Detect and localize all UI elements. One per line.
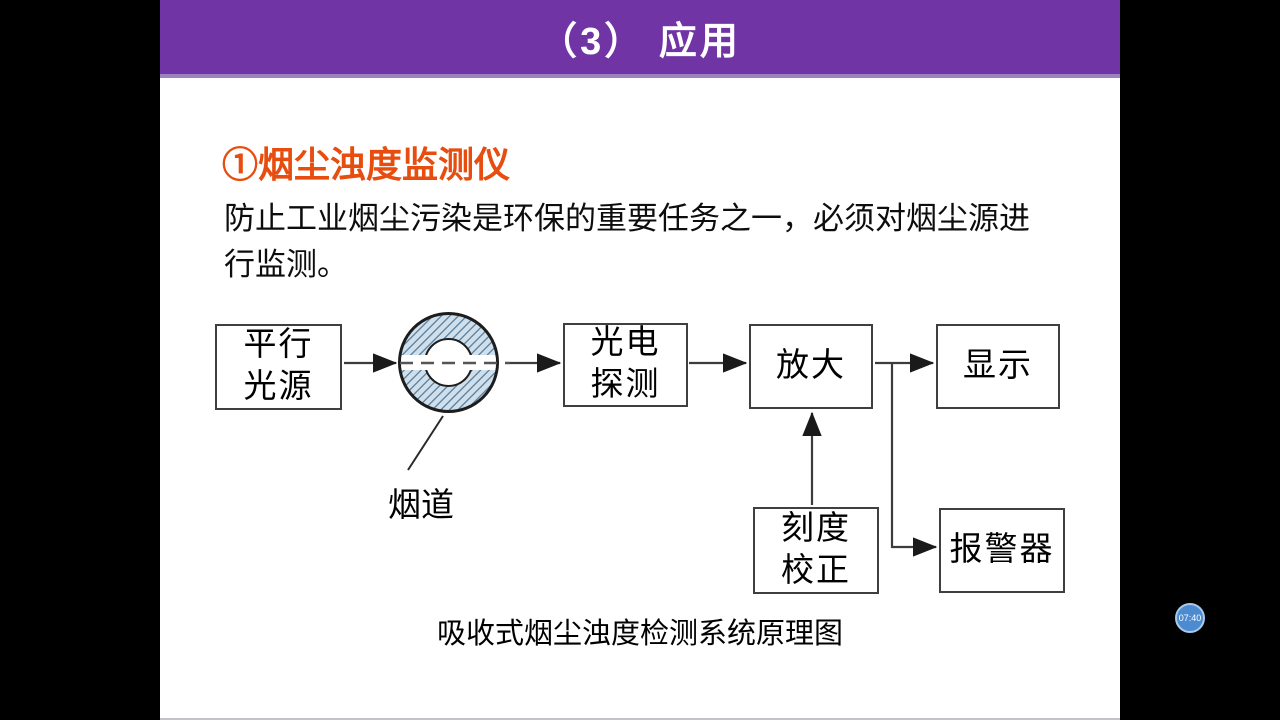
duct-label: 烟道	[388, 488, 454, 524]
box-parallel-light-source: 平行 光源	[215, 324, 342, 410]
smoke-duct-ring	[398, 312, 499, 413]
slide-title: （3） 应用	[539, 20, 741, 63]
arrow-branch-to-alarm	[890, 364, 938, 557]
box-scale-calibration: 刻度 校正	[753, 507, 879, 594]
section-heading: ①烟尘浊度监测仪	[222, 145, 511, 185]
slide-bottom-edge	[160, 718, 1120, 720]
box-amplifier: 放大	[749, 324, 873, 409]
slide-title-banner: （3） 应用	[160, 0, 1120, 78]
light-beam-band	[401, 355, 496, 370]
body-paragraph: 防止工业烟尘污染是环保的重要任务之一，必须对烟尘源进 行监测。	[224, 201, 1030, 282]
presentation-slide: （3） 应用 ①烟尘浊度监测仪 防止工业烟尘污染是环保的重要任务之一，必须对烟尘…	[160, 0, 1120, 720]
duct-label-leader-line	[407, 415, 444, 471]
box-display: 显示	[936, 324, 1060, 409]
floating-timer-button[interactable]: 07:40	[1175, 603, 1205, 633]
figure-caption: 吸收式烟尘浊度检测系统原理图	[436, 618, 843, 650]
box-photoelectric-detector: 光电 探测	[563, 323, 688, 407]
box-alarm: 报警器	[939, 508, 1065, 593]
